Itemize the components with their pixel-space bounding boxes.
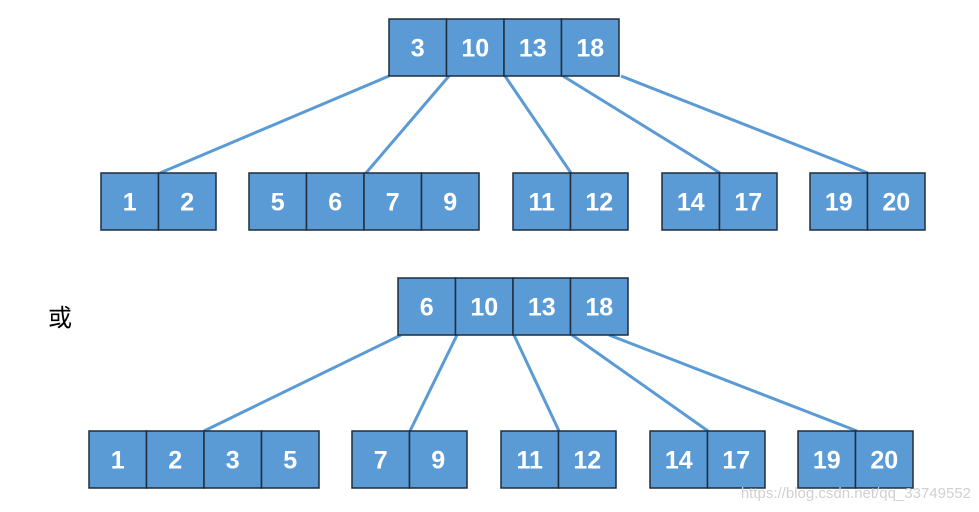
- key-label: 6: [328, 189, 342, 217]
- child-node: 5 6 7 9: [248, 172, 480, 231]
- key-label: 5: [271, 189, 285, 217]
- key-label: 18: [585, 294, 613, 322]
- key-label: 5: [283, 447, 297, 475]
- key-cell: [248, 172, 308, 231]
- key-label: 10: [470, 294, 498, 322]
- key-label: 20: [882, 189, 910, 217]
- key-cell: [363, 172, 423, 231]
- key-cell: [351, 430, 411, 489]
- key-cell: [854, 430, 914, 489]
- edge: [608, 333, 858, 433]
- key-label: 6: [420, 294, 434, 322]
- key-label: 20: [870, 447, 898, 475]
- key-cell: [157, 172, 217, 231]
- key-label: 12: [585, 189, 613, 217]
- watermark: https://blog.csdn.net/qq_33749552: [740, 485, 971, 502]
- key-label: 18: [576, 35, 604, 63]
- key-label: 13: [528, 294, 556, 322]
- key-cell: [706, 430, 766, 489]
- key-cell: [557, 430, 617, 489]
- key-label: 2: [180, 189, 194, 217]
- key-cell: [397, 277, 457, 336]
- key-cell: [797, 430, 857, 489]
- key-cell: [500, 430, 560, 489]
- key-label: 13: [519, 35, 547, 63]
- key-cell: [203, 430, 263, 489]
- edge: [364, 75, 451, 174]
- key-cell: [88, 430, 148, 489]
- key-cell: [569, 172, 629, 231]
- key-label: 10: [461, 35, 489, 63]
- key-label: 14: [665, 447, 693, 475]
- key-cell: [445, 18, 505, 77]
- child-node: 11 12: [512, 172, 629, 231]
- key-label: 1: [111, 447, 125, 475]
- root-node: 6 10 13 18: [397, 277, 629, 336]
- edge: [203, 333, 402, 433]
- key-cell: [649, 430, 709, 489]
- key-label: 11: [529, 189, 556, 217]
- key-cell: [560, 18, 620, 77]
- key-label: 1: [123, 189, 137, 217]
- edge: [620, 74, 869, 175]
- key-label: 17: [722, 447, 750, 475]
- key-cell: [260, 430, 320, 489]
- key-cell: [100, 172, 160, 231]
- key-label: 11: [517, 447, 544, 475]
- child-node: 11 12: [500, 430, 617, 489]
- key-cell: [145, 430, 205, 489]
- key-cell: [420, 172, 480, 231]
- key-label: 9: [443, 189, 457, 217]
- root-node: 3 10 13 18: [388, 18, 620, 77]
- key-cell: [661, 172, 721, 231]
- child-node: 14 17: [649, 430, 766, 489]
- key-label: 2: [168, 447, 182, 475]
- key-cell: [569, 277, 629, 336]
- edge: [159, 74, 390, 175]
- key-label: 14: [677, 189, 705, 217]
- key-label: 7: [374, 447, 388, 475]
- key-label: 3: [226, 447, 240, 475]
- edge: [571, 333, 709, 433]
- key-cell: [454, 277, 514, 336]
- key-cell: [388, 18, 448, 77]
- key-label: 7: [386, 189, 400, 217]
- key-cell: [408, 430, 468, 489]
- child-node: 14 17: [661, 172, 778, 231]
- key-cell: [718, 172, 778, 231]
- key-label: 12: [573, 447, 601, 475]
- key-label: 17: [734, 189, 762, 217]
- child-node: 1 2 3 5: [88, 430, 320, 489]
- edge: [562, 74, 721, 175]
- key-cell: [512, 277, 572, 336]
- edge: [512, 334, 561, 432]
- or-label: 或: [48, 304, 72, 332]
- key-cell: [305, 172, 365, 231]
- key-cell: [503, 18, 563, 77]
- key-label: 9: [431, 447, 445, 475]
- edge: [408, 334, 459, 432]
- key-label: 19: [813, 447, 841, 475]
- key-cell: [866, 172, 926, 231]
- edge: [503, 75, 573, 174]
- key-label: 3: [411, 35, 425, 63]
- key-label: 19: [825, 189, 853, 217]
